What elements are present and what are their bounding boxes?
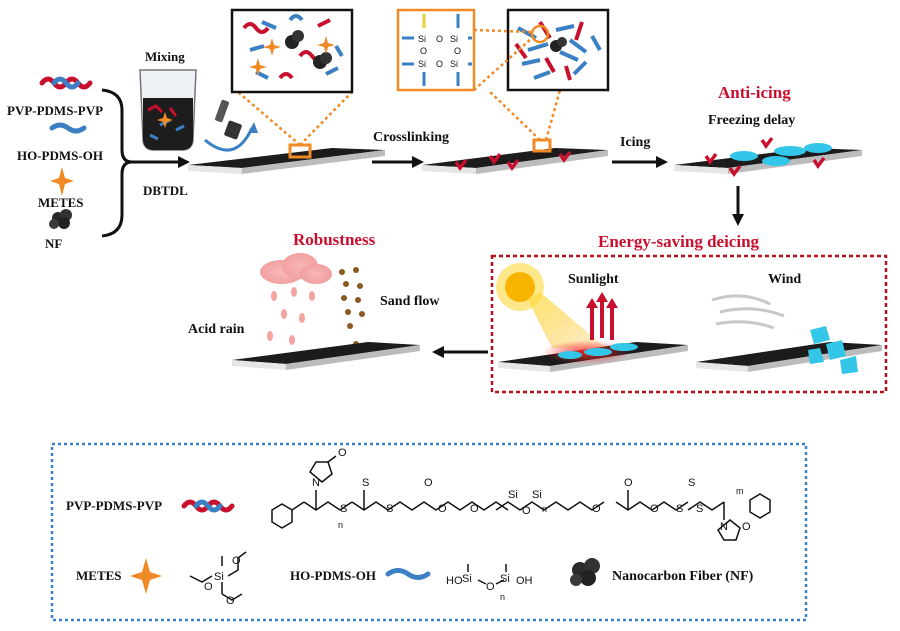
crosslinking-label: Crosslinking [373,130,449,145]
svg-text:n: n [338,520,343,530]
legend-nf-icon [570,558,600,586]
substrate-crosslinked [422,138,608,174]
ingredient-label-pdms: HO-PDMS-OH [17,148,103,163]
svg-text:O: O [454,46,461,56]
blue-wave-icon [49,122,87,134]
svg-text:O: O [232,555,241,567]
svg-text:Si: Si [450,34,458,44]
mixing-beaker: Mixing [139,49,197,151]
svg-text:N: N [312,477,320,489]
pvp-pdms-pvp-structure [271,455,771,541]
sand-particles-icon [339,267,365,347]
acid-rain-label: Acid rain [188,322,245,337]
legend-pdms-label: HO-PDMS-OH [290,568,376,583]
arrow-crosslinking: Crosslinking [372,130,449,168]
wind-label: Wind [768,272,801,287]
svg-text:S: S [340,503,347,515]
legend-blue-wave-icon [385,568,431,580]
svg-text:O: O [436,34,443,44]
metes-structure [189,551,247,601]
svg-text:O: O [420,46,427,56]
ingredient-label-metes: METES [38,195,84,210]
svg-text:Si: Si [214,571,224,583]
svg-text:Si: Si [532,489,542,501]
svg-text:HO: HO [446,575,463,587]
svg-text:Si: Si [500,573,510,585]
ingredient-label-nf: NF [45,236,62,251]
svg-text:S: S [676,503,683,515]
svg-text:n: n [500,592,505,602]
mixing-label: Mixing [145,49,185,64]
anti-icing-title: Anti-icing [718,83,791,102]
svg-text:O: O [624,477,633,489]
svg-text:O: O [338,447,347,459]
rain-cloud-icon [260,253,332,345]
arrow-icing: Icing [612,135,668,168]
svg-text:O: O [226,595,235,607]
svg-text:Si: Si [508,489,518,501]
black-particle-icon [49,209,72,229]
svg-text:Si: Si [462,573,472,585]
svg-text:N: N [720,521,728,533]
svg-text:O: O [204,581,213,593]
pdms-structure [467,564,507,585]
svg-text:Si: Si [418,34,426,44]
svg-text:S: S [362,477,369,489]
deicing-title: Energy-saving deicing [598,232,760,251]
svg-text:Si: Si [418,59,426,69]
anti-icing-panel: Anti-icing Freezing delay [674,83,862,226]
robustness-panel: Robustness Acid rain Sand flow [188,230,440,370]
wind-icon [711,294,785,330]
sunlight-label: Sunlight [568,272,619,287]
legend-box: PVP-PDMS-PVP N O S n S S [50,442,808,622]
svg-text:m: m [736,486,744,496]
svg-text:O: O [522,505,531,517]
svg-text:O: O [592,503,601,515]
ice-chunks-icon [808,326,858,374]
ingredient-label-pvp: PVP-PDMS-PVP [7,103,103,118]
legend-pvp-label: PVP-PDMS-PVP [66,498,162,513]
sun-icon [496,263,544,311]
zoom-network [506,8,610,92]
ingredient-list: PVP-PDMS-PVP HO-PDMS-OH METES NF DBTDL [7,76,190,251]
svg-text:O: O [650,503,659,515]
orange-star-icon [50,167,74,196]
svg-text:O: O [424,477,433,489]
svg-text:O: O [486,581,495,593]
svg-text:Si: Si [450,59,458,69]
deicing-panel: Energy-saving deicing Sunlight Wind [432,232,888,394]
svg-text:O: O [436,59,443,69]
robustness-title: Robustness [293,230,376,249]
brush-icon [204,99,258,152]
svg-text:O: O [438,503,447,515]
catalyst-label: DBTDL [143,183,188,198]
legend-metes-label: METES [76,568,122,583]
svg-text:OH: OH [516,575,533,587]
svg-text:S: S [386,503,393,515]
legend-nf-label: Nanocarbon Fiber (NF) [612,569,754,584]
anti-icing-subtitle: Freezing delay [708,113,795,128]
svg-text:n: n [542,504,547,514]
sand-flow-label: Sand flow [380,294,440,309]
legend-orange-star-icon [130,558,162,594]
heat-arrows-icon [586,292,618,340]
svg-text:S: S [688,477,695,489]
siloxane-crosslink-box: Si O Si O O Si O Si [396,8,476,92]
zoom-mixture [230,8,354,94]
substrate-coating [188,143,385,174]
icing-label: Icing [620,135,650,150]
svg-text:O: O [742,521,751,533]
ingredient-brace [101,88,133,238]
svg-text:S: S [696,503,703,515]
svg-text:O: O [470,503,479,515]
